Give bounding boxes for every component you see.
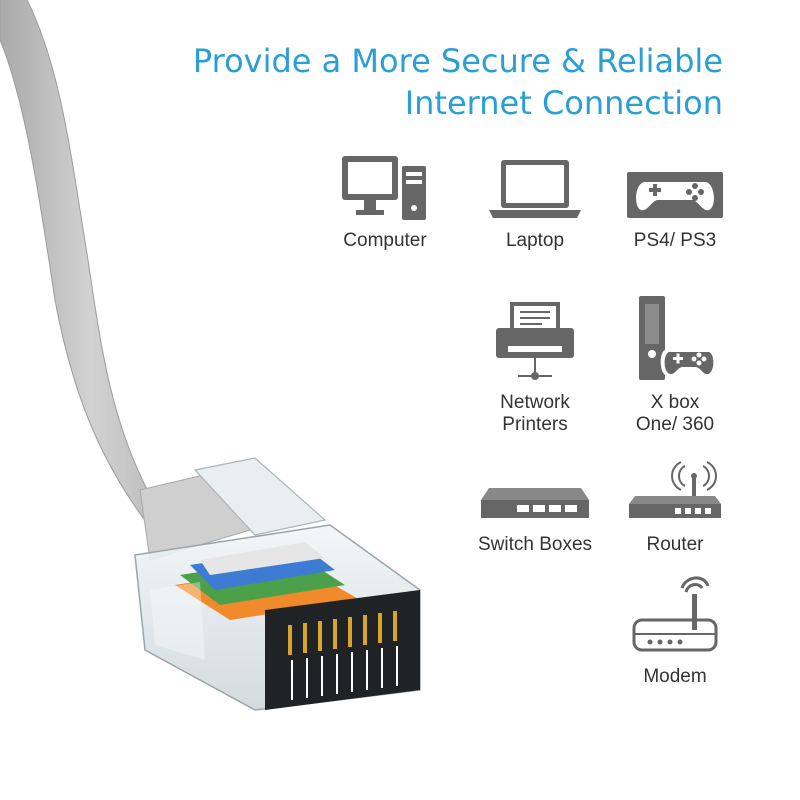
- device-ps4-ps3: PS4/ PS3: [610, 152, 740, 252]
- device-modem: Modem: [610, 576, 740, 688]
- plug-side-highlight: [150, 582, 205, 660]
- device-label: Router: [646, 534, 704, 555]
- device-router: Router: [610, 458, 740, 556]
- headline-line-1: Provide a More Secure & Reliable: [192, 42, 723, 80]
- device-label-line-1: X box: [650, 392, 700, 413]
- device-label: Modem: [643, 666, 707, 687]
- device-network-printers: Network Printers: [470, 298, 600, 436]
- device-laptop: Laptop: [470, 152, 600, 252]
- device-label-line-2: Printers: [502, 414, 568, 435]
- laptop-icon: [489, 160, 581, 218]
- device-label-line-2: One/ 360: [635, 414, 715, 435]
- headline: Provide a More Secure & Reliable Interne…: [193, 40, 723, 124]
- modem-icon: [632, 576, 718, 652]
- device-label: Laptop: [505, 230, 565, 251]
- device-label-line-1: Network: [500, 392, 570, 413]
- switch-icon: [481, 488, 589, 518]
- device-switch-boxes: Switch Boxes: [470, 478, 600, 556]
- device-label: Switch Boxes: [477, 534, 593, 555]
- computer-icon: [342, 156, 426, 220]
- cable: [0, 0, 202, 541]
- plug-latch: [193, 457, 327, 536]
- plug-contacts: [288, 611, 397, 655]
- device-computer: Computer: [320, 152, 450, 252]
- device-xbox-one-360: X box One/ 360: [610, 292, 740, 436]
- gamepad-icon: [627, 172, 723, 218]
- router-icon: [629, 461, 721, 518]
- headline-line-2: Internet Connection: [404, 84, 723, 122]
- printer-icon: [496, 302, 574, 380]
- device-label: PS4/ PS3: [633, 230, 717, 251]
- plug-pins: [291, 646, 398, 700]
- device-label: Computer: [343, 230, 427, 251]
- console-icon: [639, 296, 718, 380]
